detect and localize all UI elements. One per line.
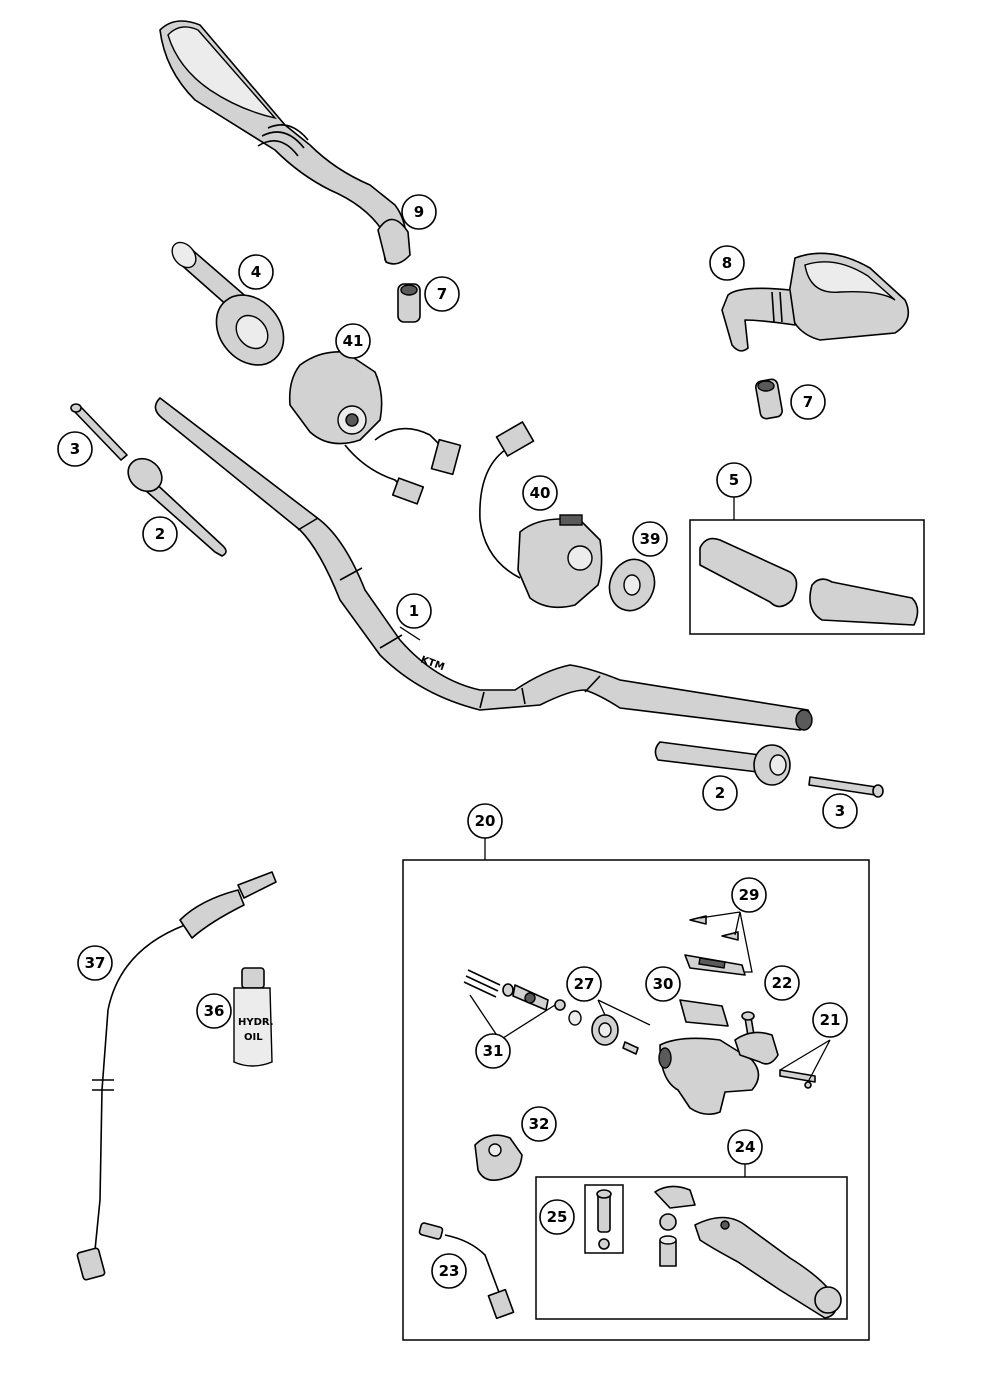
callout-30: 30	[645, 966, 681, 1002]
callout-22: 22	[764, 965, 800, 1001]
right-handlebar-switch	[479, 421, 603, 609]
left-mirror	[159, 20, 411, 265]
callout-32: 32	[521, 1106, 557, 1142]
callout-3-right: 3	[822, 793, 858, 829]
callout-2-right: 2	[702, 775, 738, 811]
callout-37: 37	[77, 945, 113, 981]
callout-3-left: 3	[57, 431, 93, 467]
callout-25: 25	[539, 1199, 575, 1235]
svg-text:41: 41	[343, 332, 364, 350]
svg-text:32: 32	[529, 1115, 550, 1133]
leader-lines	[399, 626, 421, 641]
callout-20: 20	[467, 803, 503, 839]
right-mirror	[721, 252, 910, 352]
screw-right	[808, 776, 884, 798]
svg-text:31: 31	[483, 1042, 504, 1060]
clutch-hose	[76, 871, 277, 1281]
callout-8: 8	[709, 245, 745, 281]
svg-text:3: 3	[835, 802, 845, 820]
svg-text:1: 1	[409, 602, 419, 620]
svg-text:20: 20	[475, 812, 496, 830]
pin-set-box	[584, 1184, 624, 1254]
svg-text:29: 29	[739, 886, 760, 904]
svg-text:7: 7	[437, 285, 447, 303]
svg-text:9: 9	[414, 203, 424, 221]
svg-text:2: 2	[155, 525, 165, 543]
callout-36: 36	[196, 993, 232, 1029]
callout-41: 41	[335, 323, 371, 359]
svg-text:21: 21	[820, 1011, 841, 1029]
callout-2-left: 2	[142, 516, 178, 552]
brake-light-switch-cable	[418, 1222, 515, 1320]
callout-40: 40	[522, 475, 558, 511]
callout-7-right: 7	[790, 384, 826, 420]
bar-end-weight-left	[127, 457, 227, 557]
svg-text:23: 23	[439, 1262, 460, 1280]
bar-end-nut-left	[397, 283, 421, 323]
master-cylinder-box	[402, 859, 870, 1341]
callout-5: 5	[716, 462, 752, 498]
master-cylinder-assembly	[402, 838, 870, 1341]
svg-text:24: 24	[735, 1138, 756, 1156]
bottle-label-line1: HYDR.	[238, 1017, 274, 1028]
bottle-label-line2: OIL	[244, 1032, 263, 1043]
svg-text:22: 22	[772, 974, 793, 992]
callout-24: 24	[727, 1129, 763, 1165]
svg-text:8: 8	[722, 254, 732, 272]
lever-set-box	[535, 1176, 848, 1320]
svg-text:36: 36	[204, 1002, 225, 1020]
svg-text:4: 4	[251, 263, 261, 281]
svg-text:25: 25	[547, 1208, 568, 1226]
callout-23: 23	[431, 1253, 467, 1289]
spacer-washer	[608, 558, 656, 612]
bar-end-nut-right	[755, 378, 783, 420]
left-grip	[171, 241, 285, 366]
left-handlebar-switch	[288, 350, 462, 505]
svg-text:5: 5	[729, 471, 739, 489]
callout-7-left: 7	[424, 276, 460, 312]
callout-1: 1	[396, 593, 432, 629]
grip-set	[689, 496, 925, 635]
screw-left	[70, 403, 128, 461]
callout-27: 27	[566, 966, 602, 1002]
svg-text:27: 27	[574, 975, 595, 993]
svg-text:7: 7	[803, 393, 813, 411]
svg-text:30: 30	[653, 975, 674, 993]
bar-end-weight-right	[654, 741, 791, 786]
svg-text:37: 37	[85, 954, 106, 972]
hydraulic-oil-bottle: HYDR. OIL	[233, 967, 274, 1067]
svg-text:2: 2	[715, 784, 725, 802]
callout-39: 39	[632, 521, 668, 557]
callout-31: 31	[475, 1033, 511, 1069]
clamp	[474, 1134, 523, 1181]
callout-21: 21	[812, 1002, 848, 1038]
grip-set-box	[689, 519, 925, 635]
callout-9: 9	[401, 194, 437, 230]
callout-29: 29	[731, 877, 767, 913]
callout-4: 4	[238, 254, 274, 290]
lever-set	[535, 1158, 848, 1320]
svg-text:39: 39	[640, 530, 661, 548]
svg-text:3: 3	[70, 440, 80, 458]
svg-text:40: 40	[530, 484, 551, 502]
